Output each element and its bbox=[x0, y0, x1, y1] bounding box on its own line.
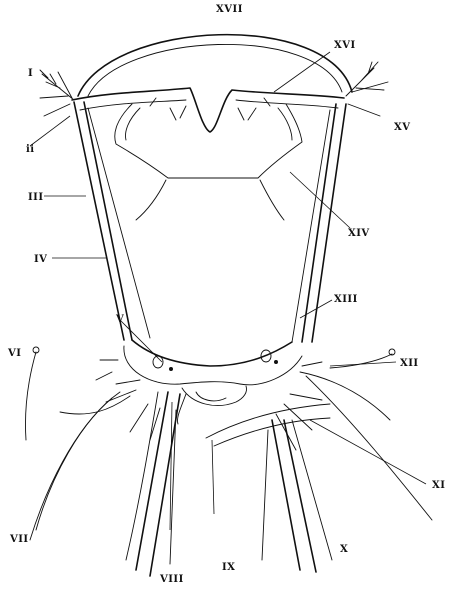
left-filament bbox=[25, 347, 130, 540]
label-xii: XII bbox=[400, 358, 419, 369]
leader-lines bbox=[30, 52, 426, 530]
label-vi: VI bbox=[7, 348, 21, 359]
label-xi: XI bbox=[432, 480, 445, 491]
upper-crossbar bbox=[72, 88, 344, 132]
label-xv: XV bbox=[394, 122, 411, 133]
label-vii: VII bbox=[9, 534, 29, 545]
hairs bbox=[96, 98, 322, 450]
left-tuft bbox=[40, 70, 74, 116]
right-rod bbox=[292, 104, 346, 342]
label-ix: IX bbox=[222, 562, 235, 573]
label-viii: VIII bbox=[159, 574, 184, 585]
label-xiv: XIV bbox=[348, 228, 370, 239]
right-tuft bbox=[346, 62, 388, 116]
label-xvi: XVI bbox=[334, 40, 356, 51]
label-iv: IV bbox=[34, 254, 47, 265]
label-iii: III bbox=[28, 192, 44, 203]
label-xiii: XIII bbox=[334, 294, 358, 305]
label-i: I bbox=[28, 68, 33, 79]
right-filament bbox=[300, 349, 432, 520]
label-x: X bbox=[340, 544, 348, 555]
label-v: V bbox=[115, 314, 124, 325]
inner-hexagon bbox=[115, 104, 302, 220]
left-rod bbox=[74, 102, 150, 340]
central-body bbox=[124, 340, 302, 424]
label-ii: ii bbox=[26, 144, 35, 155]
label-xvii: XVII bbox=[216, 4, 243, 15]
